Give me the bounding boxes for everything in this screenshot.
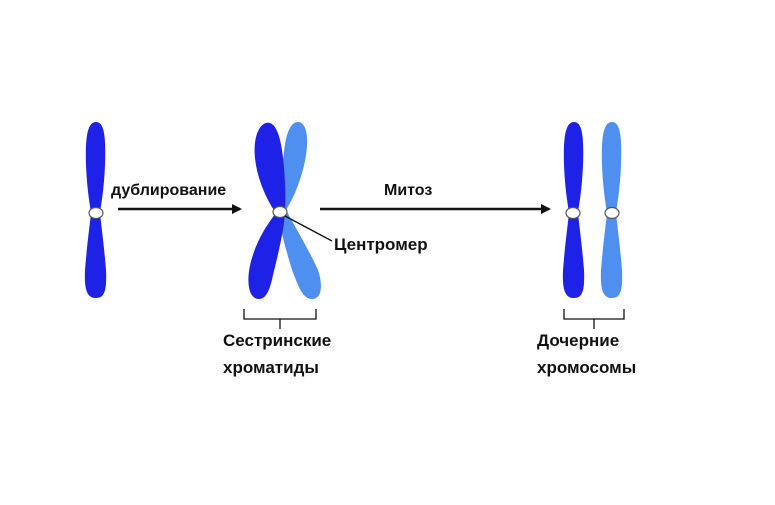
daughter-chromosomes-label-line1: Дочерние: [537, 331, 619, 350]
mitosis-label: Митоз: [384, 182, 432, 199]
sister-chromatids-bracket: [243, 309, 317, 329]
sister-chromatid-light: [278, 122, 321, 299]
single-centromere: [88, 206, 104, 220]
daughter-centromere-dark: [565, 206, 581, 220]
duplicated-chromosome: [248, 122, 321, 300]
daughter-centromere-light: [604, 206, 620, 220]
daughter-chromosomes: [562, 122, 623, 298]
sister-chromatid-dark: [248, 122, 286, 300]
centromere-label: Центромер: [334, 235, 428, 254]
daughter-chromosomes-label-line2: хромосомы: [537, 358, 636, 377]
duplicated-centromere: [272, 205, 288, 219]
duplication-label: дублирование: [111, 182, 226, 199]
centromere-pointer: [284, 215, 333, 242]
daughter-chromosomes-bracket: [563, 309, 625, 329]
sister-chromatids-label-line1: Сестринские: [223, 331, 331, 350]
sister-chromatids-label-line2: хроматиды: [223, 358, 319, 377]
single-chromosome: [84, 122, 107, 298]
